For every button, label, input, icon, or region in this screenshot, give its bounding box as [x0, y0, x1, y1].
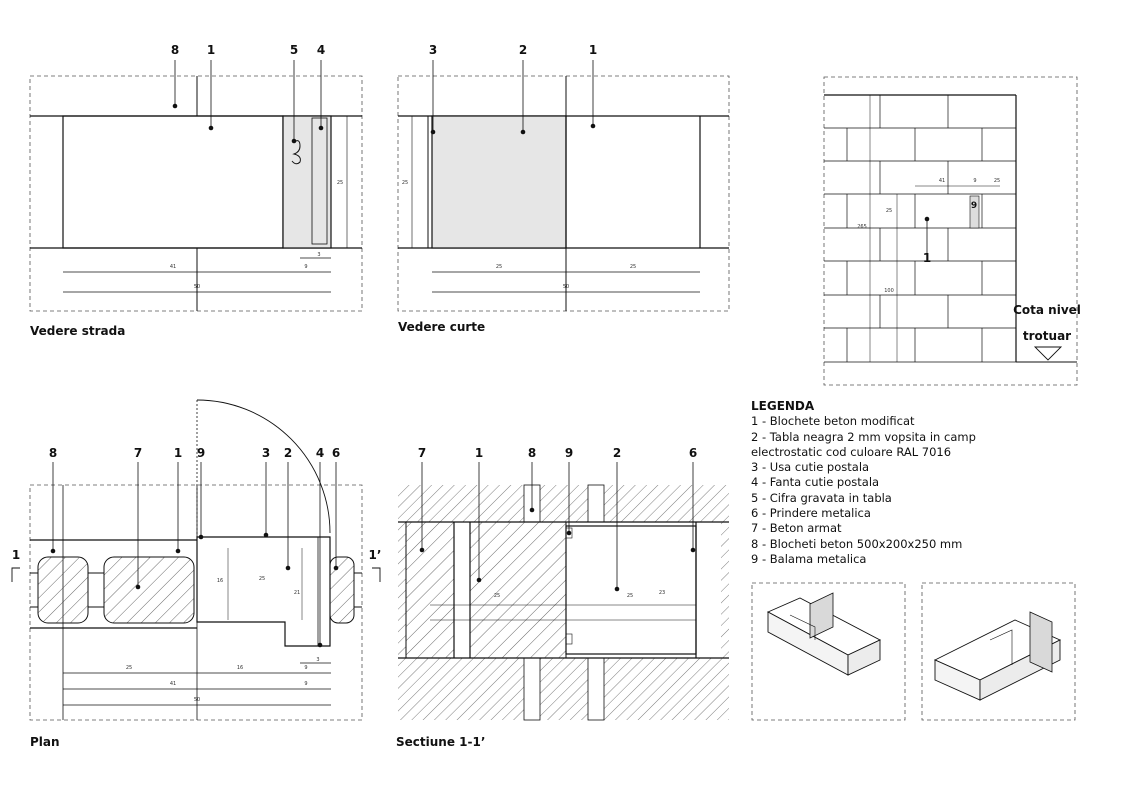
section-callout-6: 6 [689, 446, 697, 460]
street-dim-total: 50 [194, 284, 200, 290]
yard-dim-height: 25 [402, 180, 408, 186]
wall-elevation: 9 1 41 9 25 25 265 100 Cota nivel trotua… [823, 76, 1081, 386]
plan-dim-a: 25 [126, 665, 132, 671]
yard-view-title: Vedere curte [398, 320, 486, 334]
legend-item: 6 - Prindere metalica [751, 506, 871, 521]
level-marker-icon [1033, 346, 1063, 361]
section-dim-a: 25 [494, 593, 500, 599]
street-view: 8 1 5 4 41 9 3 50 25 [29, 43, 363, 312]
elevation-callout-1: 1 [923, 251, 931, 265]
section-view-title: Sectiune 1-1’ [396, 735, 486, 749]
plan-dim-depth: 16 [217, 578, 223, 584]
plan-dim-small: 3 [316, 657, 319, 663]
legend-item: 1 - Blochete beton modificat [751, 414, 915, 429]
legend-item: 4 - Fanta cutie postala [751, 475, 880, 490]
elevation-dim-e: 265 [857, 224, 867, 230]
elevation-dim-c: 25 [994, 178, 1000, 184]
yard-callout-2: 2 [519, 43, 527, 57]
elevation-dim-f: 100 [884, 288, 894, 294]
plan-view-title: Plan [30, 735, 60, 749]
legend-item: 5 - Cifra gravata in tabla [751, 490, 892, 505]
street-dim-small: 3 [317, 252, 320, 258]
section-callout-8: 8 [528, 446, 536, 460]
yard-view: 3 2 1 25 25 50 25 [397, 43, 730, 312]
legend-item: 9 - Balama metalica [751, 551, 867, 566]
isometric-view-left [751, 582, 906, 721]
plan-dim-b: 16 [237, 665, 243, 671]
plan-callout-6: 6 [332, 446, 340, 460]
isometric-view-right [921, 582, 1076, 721]
plan-section-mark-right: 1’ [369, 548, 382, 562]
plan-callout-1: 1 [174, 446, 182, 460]
street-callout-5: 5 [290, 43, 298, 57]
plan-callout-7: 7 [134, 446, 142, 460]
legend-item: 3 - Usa cutie postala [751, 460, 870, 475]
street-callout-4: 4 [317, 43, 325, 57]
street-dim-slot: 9 [304, 264, 307, 270]
elevation-dim-d: 25 [886, 208, 892, 214]
legend-item: 7 - Beton armat [751, 521, 842, 536]
section-dim-b: 25 [627, 593, 633, 599]
plan-dim-total: 50 [194, 697, 200, 703]
elevation-dim-b: 9 [973, 178, 976, 184]
legend-item: 8 - Blocheti beton 500x200x250 mm [751, 536, 963, 551]
plan-dim-c: 9 [304, 665, 307, 671]
plan-dim-e: 9 [304, 681, 307, 687]
street-callout-1: 1 [207, 43, 215, 57]
section-callout-1: 1 [475, 446, 483, 460]
street-dim-height: 25 [337, 180, 343, 186]
section-view: 7 1 8 9 2 6 25 25 23 [398, 446, 729, 721]
legend: LEGENDA 1 - Blochete beton modificat 2 -… [751, 399, 1091, 567]
section-callout-2: 2 [613, 446, 621, 460]
street-callout-8: 8 [171, 43, 179, 57]
plan-callout-4: 4 [316, 446, 324, 460]
yard-callout-3: 3 [429, 43, 437, 57]
yard-dim-right: 25 [630, 264, 636, 270]
plan-callout-8: 8 [49, 446, 57, 460]
plan-callout-3: 3 [262, 446, 270, 460]
street-view-title: Vedere strada [30, 324, 126, 338]
legend-item: 2 - Tabla neagra 2 mm vopsita in camp [751, 429, 976, 444]
section-dim-c: 23 [659, 590, 665, 596]
section-arrow-right-icon [372, 567, 381, 582]
yard-dim-total: 50 [563, 284, 569, 290]
level-label-line2: trotuar [1023, 329, 1071, 343]
plan-callout-2: 2 [284, 446, 292, 460]
section-arrow-left-icon [11, 567, 20, 582]
plan-callout-9: 9 [197, 446, 205, 460]
legend-heading: LEGENDA [751, 399, 815, 413]
section-callout-9: 9 [565, 446, 573, 460]
level-label-line1: Cota nivel [1013, 303, 1081, 317]
section-callout-7: 7 [418, 446, 426, 460]
plan-view: 8 7 1 9 3 2 4 6 1 1’ 25 16 21 25 16 9 41… [11, 399, 382, 721]
elevation-dim-a: 41 [939, 178, 945, 184]
plan-dim-d: 41 [170, 681, 176, 687]
plan-dim-width: 25 [259, 576, 265, 582]
plan-dim-depth2: 21 [294, 590, 300, 596]
legend-item: electrostatic cod culoare RAL 7016 [751, 444, 952, 459]
yard-callout-1: 1 [589, 43, 597, 57]
plan-section-mark-left: 1 [12, 548, 20, 562]
yard-dim-left: 25 [496, 264, 502, 270]
street-dim-wall: 41 [170, 264, 176, 270]
elevation-callout-9: 9 [971, 201, 977, 211]
